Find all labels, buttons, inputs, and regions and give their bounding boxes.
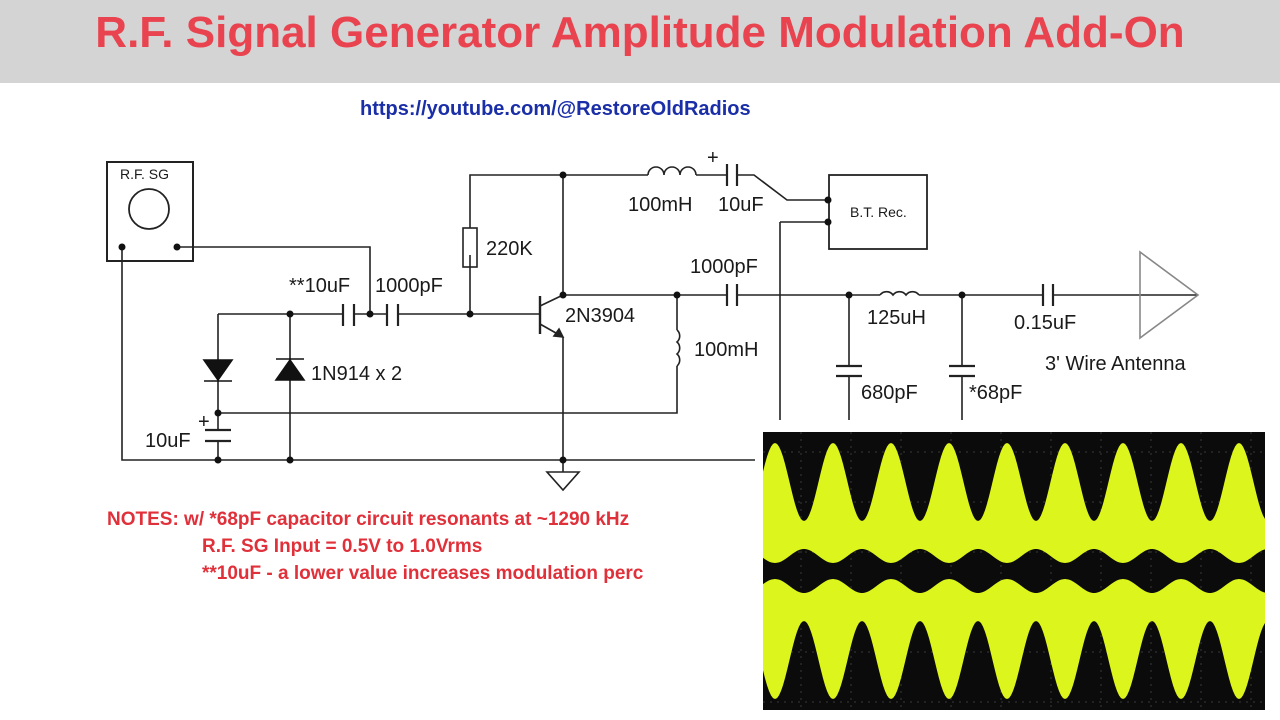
inductor-100mh-top xyxy=(647,166,697,176)
resistor-220k-label: 220K xyxy=(486,238,533,260)
cap-1000pf-output-label: 1000pF xyxy=(690,256,758,278)
transistor-label: 2N3904 xyxy=(565,305,635,327)
cap-680pf-label: 680pF xyxy=(861,382,918,404)
cap-10uf-bottom-label: 10uF xyxy=(145,430,191,452)
diode-right xyxy=(274,358,306,381)
cap-015uf-label: 0.15uF xyxy=(1014,312,1076,334)
inductor-100mh-top-label: 100mH xyxy=(628,194,692,216)
notes-line-1: NOTES: w/ *68pF capacitor circuit resona… xyxy=(107,509,630,530)
cap-68pf-label: *68pF xyxy=(969,382,1022,404)
inductor-100mh-collector xyxy=(675,329,681,367)
antenna-label: 3' Wire Antenna xyxy=(1045,353,1186,375)
diodes-label: 1N914 x 2 xyxy=(311,363,402,385)
cap-10uf-top-label: 10uF xyxy=(718,194,764,216)
rf-sg-box xyxy=(106,161,194,262)
bt-rec-box xyxy=(828,174,928,250)
notes-line-2: R.F. SG Input = 0.5V to 1.0Vrms xyxy=(202,536,483,557)
inductor-125uh xyxy=(879,290,920,297)
ground-icon xyxy=(545,471,581,492)
cap-1000pf-input-label: 1000pF xyxy=(375,275,443,297)
bt-rec-label: B.T. Rec. xyxy=(850,204,907,220)
am-waveform-trace xyxy=(763,443,1265,699)
diode-left xyxy=(202,359,234,382)
cap-10uf-bottom-polarity: + xyxy=(198,411,210,433)
inductor-125uh-label: 125uH xyxy=(867,307,926,329)
page-title: R.F. Signal Generator Amplitude Modulati… xyxy=(95,8,1185,57)
title-bar: R.F. Signal Generator Amplitude Modulati… xyxy=(0,0,1280,83)
notes-block: NOTES: w/ *68pF capacitor circuit resona… xyxy=(107,506,643,587)
channel-url[interactable]: https://youtube.com/@RestoreOldRadios xyxy=(360,98,751,120)
inductor-100mh-collector-label: 100mH xyxy=(694,339,758,361)
oscilloscope-screen xyxy=(763,432,1265,710)
rf-sg-knob-icon xyxy=(128,188,170,230)
notes-line-3: **10uF - a lower value increases modulat… xyxy=(202,563,644,584)
antenna-icon xyxy=(1139,250,1200,340)
oscilloscope-photo xyxy=(763,432,1265,710)
cap-10uf-input-label: **10uF xyxy=(289,275,350,297)
cap-10uf-top-polarity: + xyxy=(707,147,719,169)
rf-sg-label: R.F. SG xyxy=(120,166,169,182)
